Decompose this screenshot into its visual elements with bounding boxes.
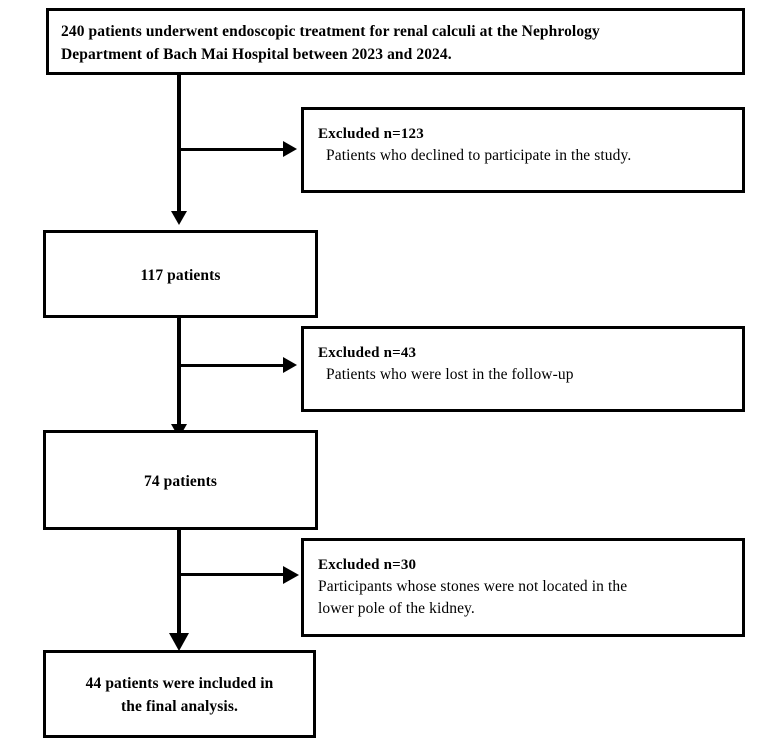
connector-trunk-1 bbox=[177, 75, 181, 213]
exclusion-3-reason-line-1: Participants whose stones were not locat… bbox=[318, 578, 628, 595]
cohort-box-1: 117 patients bbox=[43, 230, 318, 318]
exclusion-2-reason: Patients who were lost in the follow-up bbox=[326, 366, 574, 383]
enrollment-line-1: 240 patients underwent endoscopic treatm… bbox=[61, 23, 600, 40]
arrow-to-exclusion-3 bbox=[283, 566, 299, 584]
final-analysis-box: 44 patients were included in the final a… bbox=[43, 650, 316, 738]
exclusion-box-1: Excluded n=123 Patients who declined to … bbox=[301, 107, 745, 193]
exclusion-3-reason-line-2: lower pole of the kidney. bbox=[318, 600, 475, 617]
connector-branch-1 bbox=[177, 148, 287, 151]
arrow-to-final bbox=[169, 633, 189, 651]
exclusion-1-heading: Excluded n=123 bbox=[318, 126, 424, 142]
connector-branch-2 bbox=[177, 364, 287, 367]
cohort-2-label: 74 patients bbox=[143, 473, 217, 490]
arrow-to-cohort-1 bbox=[171, 211, 187, 225]
final-line-1: 44 patients were included in bbox=[85, 675, 274, 692]
exclusion-1-reason: Patients who declined to participate in … bbox=[326, 147, 632, 164]
cohort-box-2: 74 patients bbox=[43, 430, 318, 530]
enrollment-box: 240 patients underwent endoscopic treatm… bbox=[46, 8, 745, 75]
connector-trunk-3 bbox=[177, 530, 181, 638]
cohort-1-label: 117 patients bbox=[140, 267, 221, 284]
exclusion-3-heading: Excluded n=30 bbox=[318, 557, 417, 573]
connector-branch-3 bbox=[177, 573, 287, 576]
exclusion-box-3: Excluded n=30 Participants whose stones … bbox=[301, 538, 745, 637]
exclusion-box-2: Excluded n=43 Patients who were lost in … bbox=[301, 326, 745, 412]
exclusion-2-heading: Excluded n=43 bbox=[318, 345, 417, 361]
arrow-to-exclusion-2 bbox=[283, 357, 297, 373]
enrollment-line-2: Department of Bach Mai Hospital between … bbox=[61, 46, 452, 63]
final-line-2: the final analysis. bbox=[121, 698, 238, 715]
arrow-to-exclusion-1 bbox=[283, 141, 297, 157]
connector-trunk-2 bbox=[177, 318, 181, 426]
